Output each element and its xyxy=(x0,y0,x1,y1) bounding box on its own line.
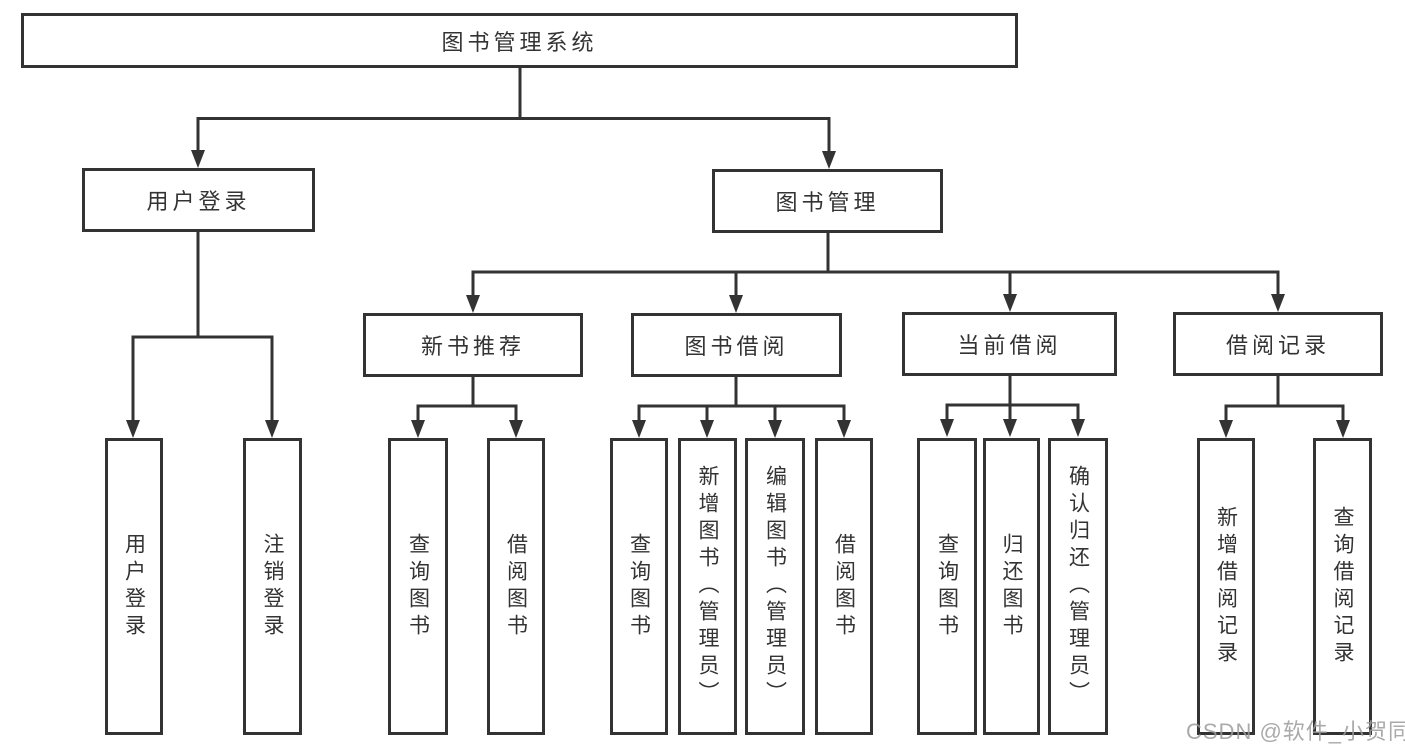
borrow-records-connector xyxy=(1219,376,1350,438)
node-leaf-cur-return-book: 归还图书 xyxy=(983,438,1040,735)
node-borrow-records: 借阅记录 xyxy=(1173,312,1383,376)
node-root-label: 图书管理系统 xyxy=(441,29,598,55)
node-leaf-cur-query-book: 查询图书 xyxy=(917,438,977,735)
node-leaf-logout: 注销登录 xyxy=(243,438,302,735)
watermark: CSDN @软件_小贺同学 xyxy=(1186,719,1405,744)
node-book-borrow-label: 图书借阅 xyxy=(684,334,789,359)
node-user-login-group-label: 用户登录 xyxy=(146,189,251,214)
node-user-login-group: 用户登录 xyxy=(82,168,315,232)
node-new-book-rec-label: 新书推荐 xyxy=(420,334,525,359)
node-new-book-rec: 新书推荐 xyxy=(363,313,583,377)
node-leaf-bor-query-book: 查询图书 xyxy=(610,438,668,735)
root-connector xyxy=(191,68,836,169)
node-leaf-cur-confirm-return: 确认归还（管理员） xyxy=(1048,438,1108,735)
node-leaf-cur-query-book-label: 查询图书 xyxy=(935,532,959,641)
node-current-borrow-label: 当前借阅 xyxy=(957,333,1062,358)
node-leaf-query-record-label: 查询借阅记录 xyxy=(1331,505,1354,668)
node-book-borrow: 图书借阅 xyxy=(631,313,842,377)
node-leaf-rec-query-book: 查询图书 xyxy=(388,438,448,735)
node-leaf-rec-borrow-book: 借阅图书 xyxy=(487,438,545,735)
book-borrow-connector xyxy=(632,377,851,438)
node-leaf-bor-edit-book-label: 编辑图书（管理员） xyxy=(763,465,787,708)
new-book-rec-connector xyxy=(411,377,523,438)
node-leaf-bor-edit-book: 编辑图书（管理员） xyxy=(745,438,805,735)
node-leaf-cur-return-book-label: 归还图书 xyxy=(1000,532,1023,641)
node-leaf-user-login-label: 用户登录 xyxy=(122,532,146,641)
node-leaf-user-login: 用户登录 xyxy=(105,438,163,735)
node-book-mgmt-label: 图书管理 xyxy=(775,190,880,215)
book-mgmt-connector xyxy=(466,233,1285,313)
node-leaf-bor-borrow-book-label: 借阅图书 xyxy=(832,532,856,641)
node-leaf-query-record: 查询借阅记录 xyxy=(1313,438,1372,735)
node-leaf-rec-borrow-book-label: 借阅图书 xyxy=(504,532,528,641)
node-leaf-bor-add-book-label: 新增图书（管理员） xyxy=(696,465,719,708)
user-login-connector xyxy=(126,232,279,438)
node-leaf-bor-query-book-label: 查询图书 xyxy=(627,532,651,641)
current-borrow-connector xyxy=(940,376,1085,437)
node-leaf-add-record-label: 新增借阅记录 xyxy=(1214,505,1238,668)
node-book-mgmt: 图书管理 xyxy=(712,169,943,233)
node-leaf-bor-borrow-book: 借阅图书 xyxy=(815,438,873,735)
node-leaf-bor-add-book: 新增图书（管理员） xyxy=(678,438,737,735)
node-root: 图书管理系统 xyxy=(21,13,1018,68)
node-leaf-cur-confirm-return-label: 确认归还（管理员） xyxy=(1066,465,1090,708)
node-leaf-logout-label: 注销登录 xyxy=(261,532,284,641)
node-leaf-rec-query-book-label: 查询图书 xyxy=(406,532,430,641)
node-current-borrow: 当前借阅 xyxy=(902,312,1117,376)
node-borrow-records-label: 借阅记录 xyxy=(1225,333,1330,358)
node-leaf-add-record: 新增借阅记录 xyxy=(1197,438,1255,735)
